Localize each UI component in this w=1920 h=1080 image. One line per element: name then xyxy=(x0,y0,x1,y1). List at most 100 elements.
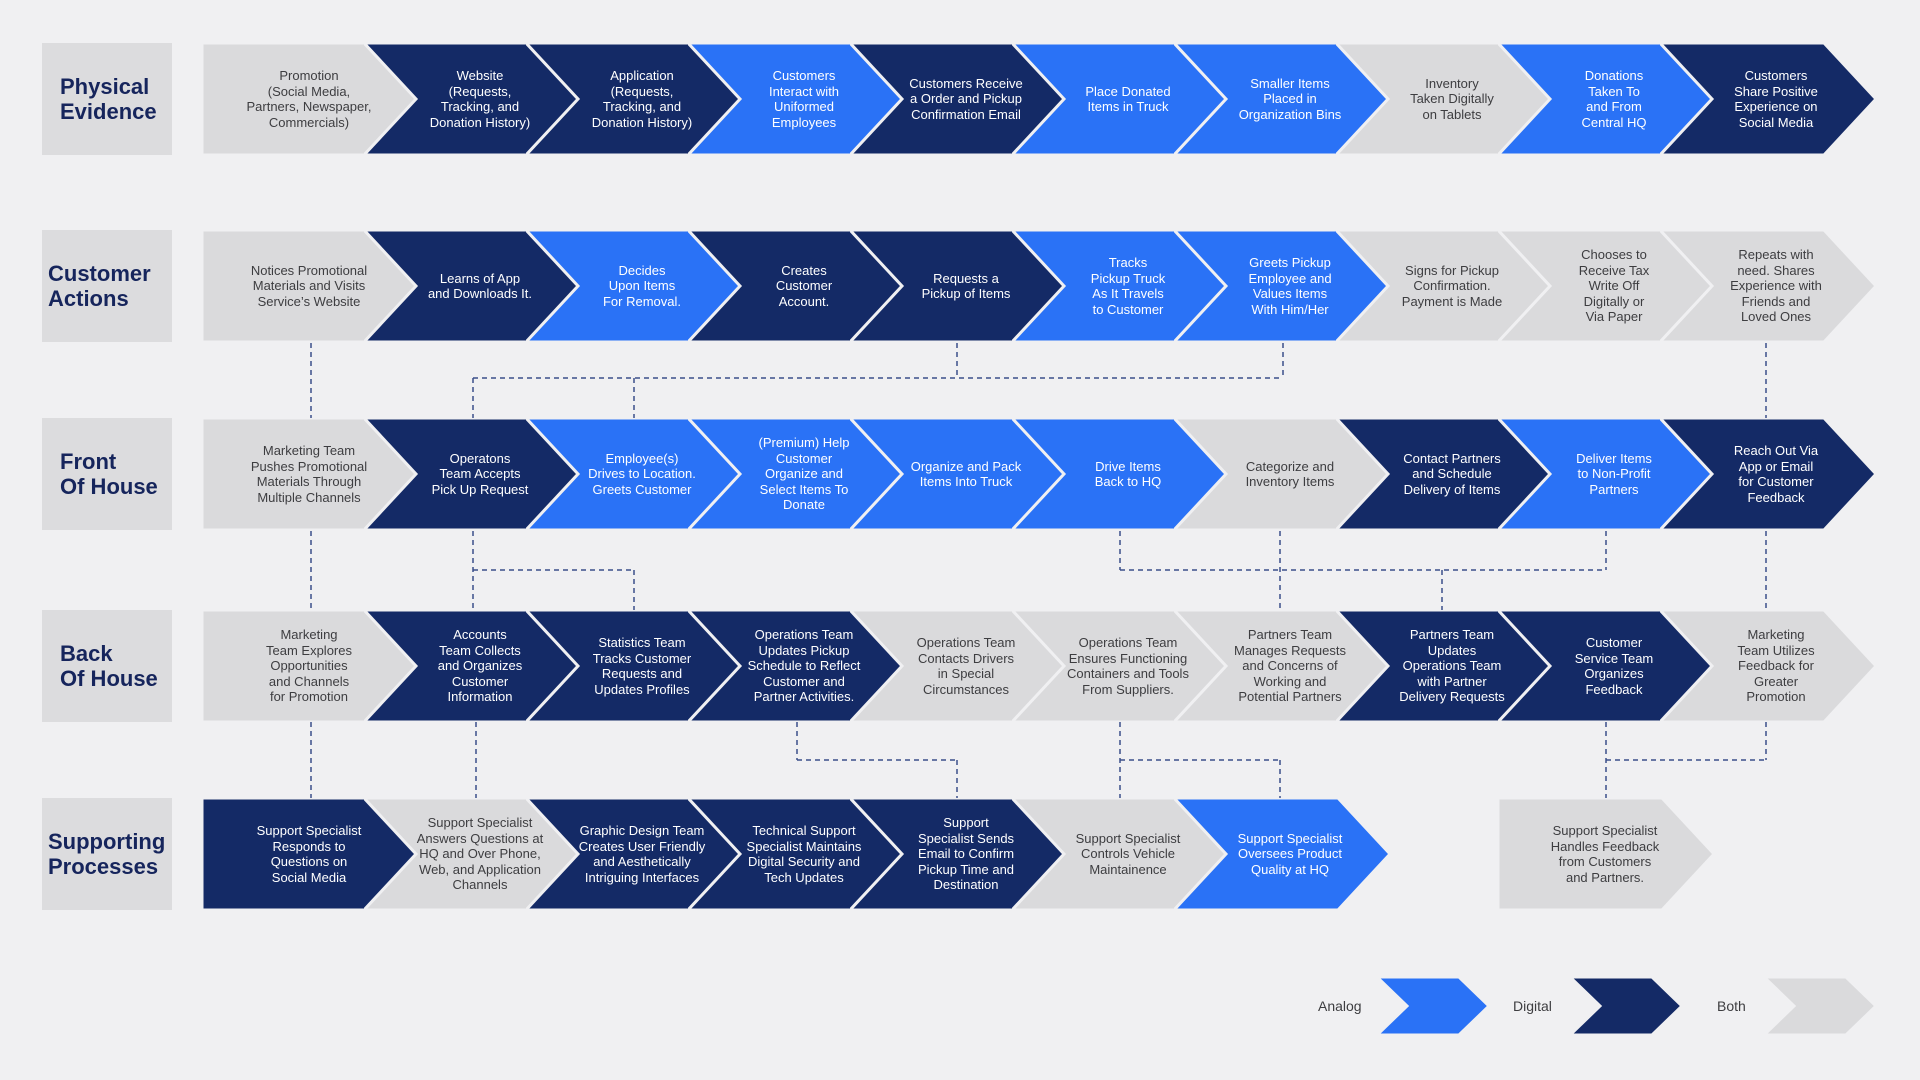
step-front-of-house-9: Deliver Items to Non-Profit Partners xyxy=(1498,418,1714,530)
step-label: Creates Customer Account. xyxy=(775,262,833,309)
step-front-of-house-3: Employee(s) Drives to Location. Greets C… xyxy=(526,418,742,530)
step-back-of-house-4: Operations Team Updates Pickup Schedule … xyxy=(688,610,904,722)
legend-label-both: Both xyxy=(1717,998,1746,1014)
step-label: Technical Support Specialist Maintains D… xyxy=(746,823,862,885)
row-label-supporting-processes: Supporting Processes xyxy=(42,798,172,910)
step-physical-evidence-10: Customers Share Positive Experience on S… xyxy=(1660,43,1876,155)
step-customer-actions-10: Repeats with need. Shares Experience wit… xyxy=(1660,230,1876,342)
step-label: Organize and Pack Items Into Truck xyxy=(910,458,1022,490)
step-back-of-house-7: Partners Team Manages Requests and Conce… xyxy=(1174,610,1390,722)
step-physical-evidence-5: Customers Receive a Order and Pickup Con… xyxy=(850,43,1066,155)
step-supporting-processes-3: Graphic Design Team Creates User Friendl… xyxy=(526,798,742,910)
step-label: Support Specialist Answers Questions at … xyxy=(416,815,544,893)
step-physical-evidence-1: Promotion (Social Media, Partners, Newsp… xyxy=(202,43,418,155)
step-customer-actions-4: Creates Customer Account. xyxy=(688,230,904,342)
row-label-customer-actions: Customer Actions xyxy=(42,230,172,342)
step-physical-evidence-2: Website (Requests, Tracking, and Donatio… xyxy=(364,43,580,155)
step-back-of-house-6: Operations Team Ensures Functioning Cont… xyxy=(1012,610,1228,722)
step-front-of-house-4: (Premium) Help Customer Organize and Sel… xyxy=(688,418,904,530)
step-label: Website (Requests, Tracking, and Donatio… xyxy=(429,68,531,130)
legend-swatch-both xyxy=(1760,975,1879,1037)
step-label: Statistics Team Tracks Customer Requests… xyxy=(592,635,692,697)
step-label: Drive Items Back to HQ xyxy=(1094,458,1162,490)
step-label: Support Specialist Responds to Questions… xyxy=(256,823,362,885)
step-supporting-processes-4: Technical Support Specialist Maintains D… xyxy=(688,798,904,910)
step-physical-evidence-8: Inventory Taken Digitally on Tablets xyxy=(1336,43,1552,155)
step-customer-actions-3: Decides Upon Items For Removal. xyxy=(526,230,742,342)
step-label: Deliver Items to Non-Profit Partners xyxy=(1576,450,1652,497)
step-supporting-processes-5: Support Specialist Sends Email to Confir… xyxy=(850,798,1066,910)
step-back-of-house-8: Partners Team Updates Operations Team wi… xyxy=(1336,610,1552,722)
step-label: Signs for Pickup Confirmation. Payment i… xyxy=(1401,262,1503,309)
step-physical-evidence-7: Smaller Items Placed in Organization Bin… xyxy=(1174,43,1390,155)
step-supporting-processes-7: Support Specialist Oversees Product Qual… xyxy=(1174,798,1390,910)
step-front-of-house-6: Drive Items Back to HQ xyxy=(1012,418,1228,530)
step-front-of-house-5: Organize and Pack Items Into Truck xyxy=(850,418,1066,530)
step-front-of-house-8: Contact Partners and Schedule Delivery o… xyxy=(1336,418,1552,530)
step-front-of-house-10: Reach Out Via App or Email for Customer … xyxy=(1660,418,1876,530)
step-customer-actions-5: Requests a Pickup of Items xyxy=(850,230,1066,342)
step-label: Reach Out Via App or Email for Customer … xyxy=(1733,443,1819,505)
step-label: Tracks Pickup Truck As It Travels to Cus… xyxy=(1090,255,1166,317)
legend-label-analog: Analog xyxy=(1318,998,1362,1014)
row-label-physical-evidence: Physical Evidence xyxy=(42,43,172,155)
step-label: Marketing Team Pushes Promotional Materi… xyxy=(250,443,368,505)
step-label: Employee(s) Drives to Location. Greets C… xyxy=(588,450,696,497)
step-label: (Premium) Help Customer Organize and Sel… xyxy=(758,435,850,513)
step-customer-actions-8: Signs for Pickup Confirmation. Payment i… xyxy=(1336,230,1552,342)
step-label: Learns of App and Downloads It. xyxy=(427,270,533,302)
step-label: Customer Service Team Organizes Feedback xyxy=(1574,635,1654,697)
step-supporting-processes-6: Support Specialist Controls Vehicle Main… xyxy=(1012,798,1228,910)
legend-swatch-analog xyxy=(1373,975,1492,1037)
step-customer-actions-9: Chooses to Receive Tax Write Off Digital… xyxy=(1498,230,1714,342)
step-front-of-house-7: Categorize and Inventory Items xyxy=(1174,418,1390,530)
step-customer-actions-1: Notices Promotional Materials and Visits… xyxy=(202,230,418,342)
step-back-of-house-2: Accounts Team Collects and Organizes Cus… xyxy=(364,610,580,722)
step-label: Operations Team Updates Pickup Schedule … xyxy=(747,627,861,705)
row-label-back-of-house: Back Of House xyxy=(42,610,172,722)
step-back-of-house-3: Statistics Team Tracks Customer Requests… xyxy=(526,610,742,722)
step-label: Support Specialist Oversees Product Qual… xyxy=(1237,830,1343,877)
step-supporting-processes-1: Support Specialist Responds to Questions… xyxy=(202,798,418,910)
step-physical-evidence-6: Place Donated Items in Truck xyxy=(1012,43,1228,155)
step-label: Chooses to Receive Tax Write Off Digital… xyxy=(1578,247,1650,325)
step-label: Promotion (Social Media, Partners, Newsp… xyxy=(246,68,372,130)
step-label: Inventory Taken Digitally on Tablets xyxy=(1410,75,1494,122)
step-label: Application (Requests, Tracking, and Don… xyxy=(591,68,693,130)
step-back-of-house-5: Operations Team Contacts Drivers in Spec… xyxy=(850,610,1066,722)
step-label: Marketing Team Explores Opportunities an… xyxy=(266,627,352,705)
step-back-of-house-9: Customer Service Team Organizes Feedback xyxy=(1498,610,1714,722)
step-label: Customers Receive a Order and Pickup Con… xyxy=(909,75,1023,122)
step-label: Operations Team Contacts Drivers in Spec… xyxy=(916,635,1016,697)
step-supporting-processes-9: Support Specialist Handles Feedback from… xyxy=(1498,798,1714,910)
step-physical-evidence-4: Customers Interact with Uniformed Employ… xyxy=(688,43,904,155)
step-label: Operatons Team Accepts Pick Up Request xyxy=(431,450,529,497)
step-front-of-house-2: Operatons Team Accepts Pick Up Request xyxy=(364,418,580,530)
step-label: Accounts Team Collects and Organizes Cus… xyxy=(437,627,523,705)
step-label: Requests a Pickup of Items xyxy=(921,270,1011,302)
step-label: Categorize and Inventory Items xyxy=(1245,458,1335,490)
step-label: Decides Upon Items For Removal. xyxy=(602,262,682,309)
step-front-of-house-1: Marketing Team Pushes Promotional Materi… xyxy=(202,418,418,530)
legend-swatch-digital xyxy=(1566,975,1685,1037)
step-label: Support Specialist Handles Feedback from… xyxy=(1550,823,1660,885)
step-label: Operations Team Ensures Functioning Cont… xyxy=(1067,635,1189,697)
step-label: Donations Taken To and From Central HQ xyxy=(1581,68,1647,130)
step-label: Partners Team Updates Operations Team wi… xyxy=(1399,627,1505,705)
step-label: Greets Pickup Employee and Values Items … xyxy=(1248,255,1332,317)
step-back-of-house-10: Marketing Team Utilizes Feedback for Gre… xyxy=(1660,610,1876,722)
step-label: Contact Partners and Schedule Delivery o… xyxy=(1403,450,1501,497)
step-label: Graphic Design Team Creates User Friendl… xyxy=(578,823,706,885)
step-label: Smaller Items Placed in Organization Bin… xyxy=(1238,75,1342,122)
step-label: Marketing Team Utilizes Feedback for Gre… xyxy=(1737,627,1815,705)
step-customer-actions-6: Tracks Pickup Truck As It Travels to Cus… xyxy=(1012,230,1228,342)
step-physical-evidence-3: Application (Requests, Tracking, and Don… xyxy=(526,43,742,155)
step-label: Customers Interact with Uniformed Employ… xyxy=(768,68,840,130)
step-label: Repeats with need. Shares Experience wit… xyxy=(1730,247,1822,325)
step-label: Support Specialist Controls Vehicle Main… xyxy=(1075,830,1181,877)
step-customer-actions-7: Greets Pickup Employee and Values Items … xyxy=(1174,230,1390,342)
step-customer-actions-2: Learns of App and Downloads It. xyxy=(364,230,580,342)
row-label-front-of-house: Front Of House xyxy=(42,418,172,530)
